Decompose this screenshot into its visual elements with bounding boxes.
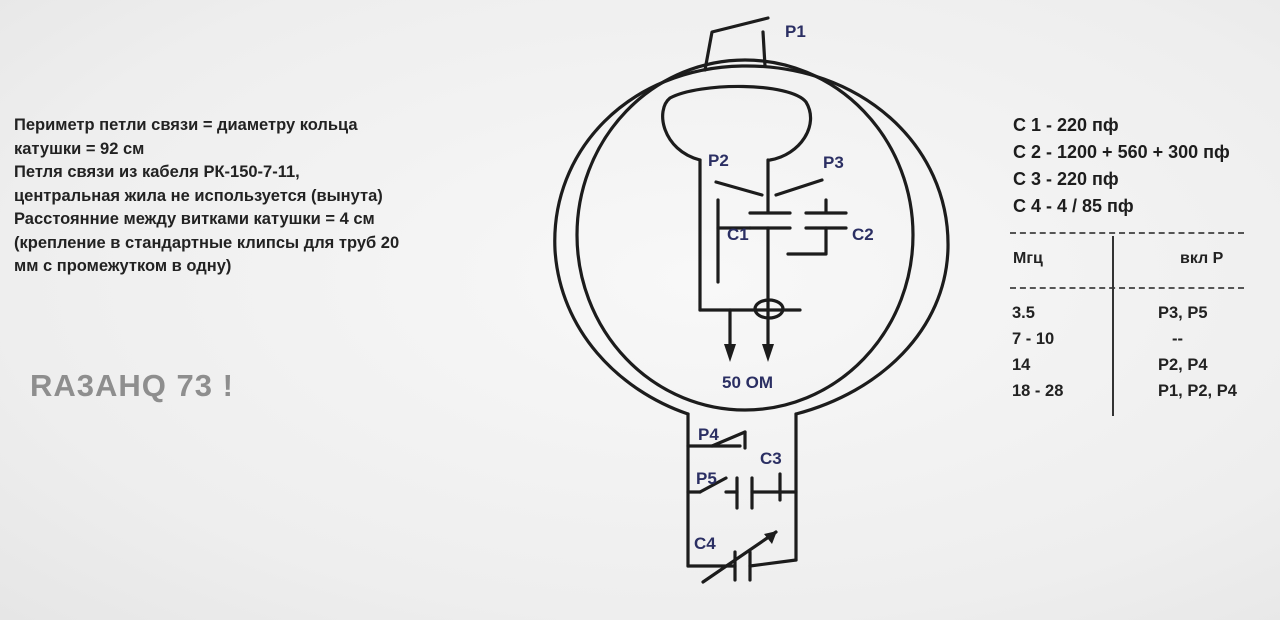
table-cell-switches: -- <box>1172 330 1183 348</box>
feed-arrow-left <box>724 344 736 362</box>
description-line: Расстоянние между витками катушки = 4 см <box>14 210 375 228</box>
table-cell-switches: P2, P4 <box>1158 356 1208 374</box>
table-header-divider <box>1010 287 1244 289</box>
description-line: Петля связи из кабеля РК-150-7-11, <box>14 163 300 181</box>
label-p3: P3 <box>823 153 844 172</box>
capacitor-list: C 1 - 220 пф C 2 - 1200 + 560 + 300 пф C… <box>1013 112 1230 220</box>
label-p5: P5 <box>696 469 717 488</box>
feed-arrow-right <box>762 344 774 362</box>
label-c2: C2 <box>852 225 874 244</box>
table-cell-mhz: 7 - 10 <box>1012 330 1055 348</box>
p1-switch-right <box>761 30 767 68</box>
table-column-divider <box>1112 236 1114 416</box>
table-cell-switches: P3, P5 <box>1158 304 1208 322</box>
capacitor-value: C 3 - 220 пф <box>1013 169 1119 189</box>
description-block: Периметр петли связи = диаметру кольца к… <box>14 114 534 279</box>
label-c1: C1 <box>727 225 749 244</box>
table-cell-switches: P1, P2, P4 <box>1158 382 1237 400</box>
table-cell-mhz: 14 <box>1012 356 1031 374</box>
p1-switch-left <box>703 16 770 72</box>
table-header-switch: вкл Р <box>1180 250 1224 267</box>
capacitor-value: C 1 - 220 пф <box>1013 115 1119 135</box>
label-p2: P2 <box>708 151 729 170</box>
p5-switch <box>698 476 728 494</box>
capacitor-value: C 4 - 4 / 85 пф <box>1013 196 1134 216</box>
capacitor-value: C 2 - 1200 + 560 + 300 пф <box>1013 142 1230 162</box>
table-row: 14 P2, P4 <box>1010 356 1250 382</box>
ferrite-ring <box>753 298 785 320</box>
coupling-loop <box>661 84 813 162</box>
p4-switch <box>710 430 747 448</box>
description-line: мм с промежутком в одну) <box>14 257 232 275</box>
table-cell-mhz: 3.5 <box>1012 304 1035 322</box>
label-impedance: 50 ОМ <box>722 373 773 392</box>
c4-arrow-head <box>764 531 777 544</box>
table-row: 3.5 P3, P5 <box>1010 304 1250 330</box>
table-row: 18 - 28 P1, P2, P4 <box>1010 382 1250 408</box>
description-line: (крепление в стандартные клипсы для труб… <box>14 233 400 252</box>
table-header-mhz: Мгц <box>1013 250 1043 267</box>
label-c4: C4 <box>694 534 716 553</box>
c4-lead-right <box>748 558 798 568</box>
inner-loop <box>575 58 915 412</box>
callsign: RA3AHQ 73 ! <box>30 368 234 403</box>
description-line: центральная жила не используется (вынута… <box>14 186 383 205</box>
label-p1: P1 <box>785 22 806 41</box>
label-p4: P4 <box>698 425 719 444</box>
label-c3: C3 <box>760 449 782 468</box>
description-line: Периметр петли связи = диаметру кольца <box>14 116 358 134</box>
table-row: 7 - 10 -- <box>1010 330 1250 356</box>
outer-loop <box>553 64 950 416</box>
p2-switch <box>714 180 764 197</box>
description-line: катушки = 92 см <box>14 139 145 158</box>
c2-wire <box>786 226 828 256</box>
p3-switch <box>774 178 824 197</box>
c4-variable-arrow <box>701 530 778 584</box>
table-cell-mhz: 18 - 28 <box>1012 382 1064 400</box>
table-top-divider <box>1010 232 1244 234</box>
